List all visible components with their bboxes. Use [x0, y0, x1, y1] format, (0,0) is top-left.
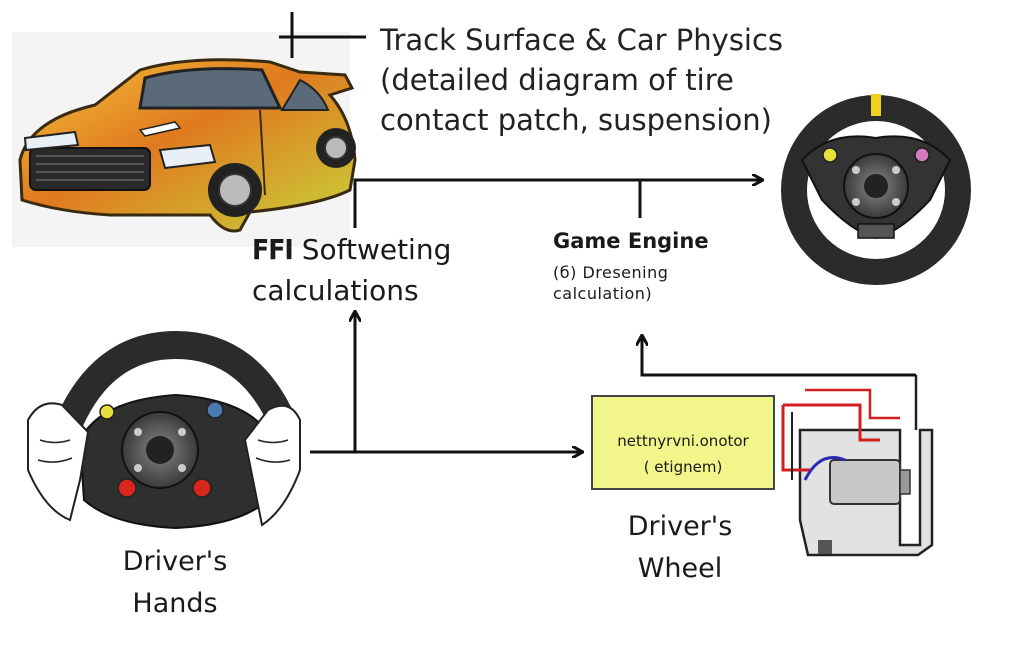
arrow-hands-to-calc — [310, 312, 355, 454]
motor-box — [591, 395, 775, 490]
title-pointer — [279, 12, 366, 58]
ffb-calculations-label: FFI Softweting calculations — [252, 229, 451, 311]
game-engine-title: Game Engine — [553, 229, 709, 253]
ffb-calc-text: Softweting calculations — [252, 233, 452, 307]
game-engine-subtitle: (б) Dresening calculation) — [553, 263, 669, 303]
arrow-calc-to-wheel — [353, 180, 762, 228]
drivers-wheel-label: Driver's Wheel — [627, 511, 733, 584]
ffb-prefix: FFI — [252, 233, 294, 266]
motor-assembly-icon — [781, 375, 934, 557]
flow-arrows — [310, 180, 916, 452]
arrow-motor-to-engine — [642, 336, 916, 377]
steering-wheel-icon — [781, 94, 971, 285]
drivers-hands-label: Driver's Hands — [122, 546, 228, 619]
motor-label: nettnyrvni.onotor ( etignem) — [617, 432, 749, 476]
hands-on-wheel-icon — [27, 330, 301, 530]
diagram-title: Track Surface & Car Physics (detailed di… — [380, 23, 784, 137]
sports-car-icon — [12, 32, 357, 247]
